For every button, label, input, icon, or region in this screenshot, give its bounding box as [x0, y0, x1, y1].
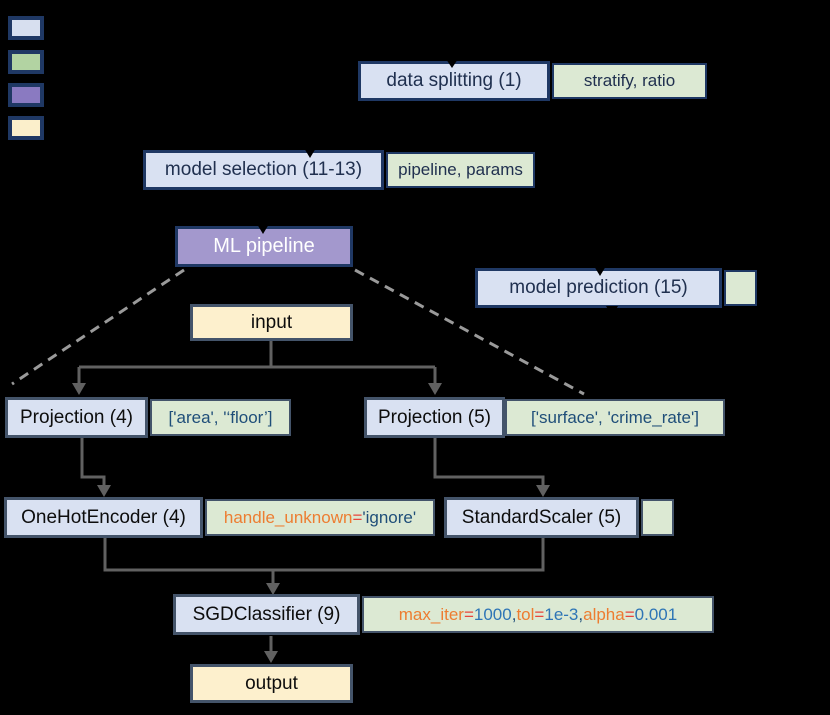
node-standardscaler: StandardScaler (5): [444, 497, 639, 538]
node-model-selection: model selection (11-13): [143, 150, 384, 190]
legend-swatch-cream: [8, 116, 44, 140]
tag-data-splitting: stratify, ratio: [552, 63, 707, 99]
notch-data-splitting-top: [446, 59, 458, 68]
edge-mlpipeline-dashed-left: [11, 268, 185, 386]
node-input: input: [190, 304, 353, 341]
notch-model-prediction-bottom: [606, 306, 618, 316]
edge-merge-to-sgdclassifier: [103, 538, 545, 595]
legend-swatch-blue: [8, 16, 44, 40]
node-onehotencoder: OneHotEncoder (4): [4, 497, 203, 538]
node-sgdclassifier: SGDClassifier (9): [173, 594, 360, 635]
node-projection-4: Projection (4): [5, 397, 148, 438]
node-projection-5: Projection (5): [364, 397, 505, 438]
notch-model-selection-top: [304, 148, 316, 158]
notch-ml-pipeline-top: [257, 224, 269, 234]
tag-model-prediction-empty: [724, 270, 757, 306]
tag-model-selection: pipeline, params: [386, 152, 535, 188]
edge-input-to-projections: [72, 341, 442, 395]
legend-swatch-purple: [8, 83, 44, 107]
tag-projection-4: ['area', '‘floor’]: [150, 399, 291, 436]
edge-projection4-to-onehotencoder: [80, 438, 111, 497]
edge-mlpipeline-dashed-right: [354, 268, 585, 396]
tag-sgdclassifier-params: max_iter=1000, tol=1e-3, alpha=0.001: [362, 596, 714, 633]
node-ml-pipeline: ML pipeline: [175, 226, 353, 267]
notch-model-prediction-top: [594, 266, 606, 276]
tag-projection-5: ['surface', 'crime_rate']: [505, 399, 725, 436]
edge-projection5-to-standardscaler: [433, 438, 550, 497]
node-data-splitting: data splitting (1): [358, 61, 550, 101]
edge-sgdclassifier-to-output: [264, 636, 278, 663]
tag-onehotencoder-params: handle_unknown='ignore': [205, 499, 435, 536]
node-output: output: [190, 664, 353, 703]
tag-standardscaler-empty: [641, 499, 674, 536]
legend-swatch-green: [8, 50, 44, 74]
